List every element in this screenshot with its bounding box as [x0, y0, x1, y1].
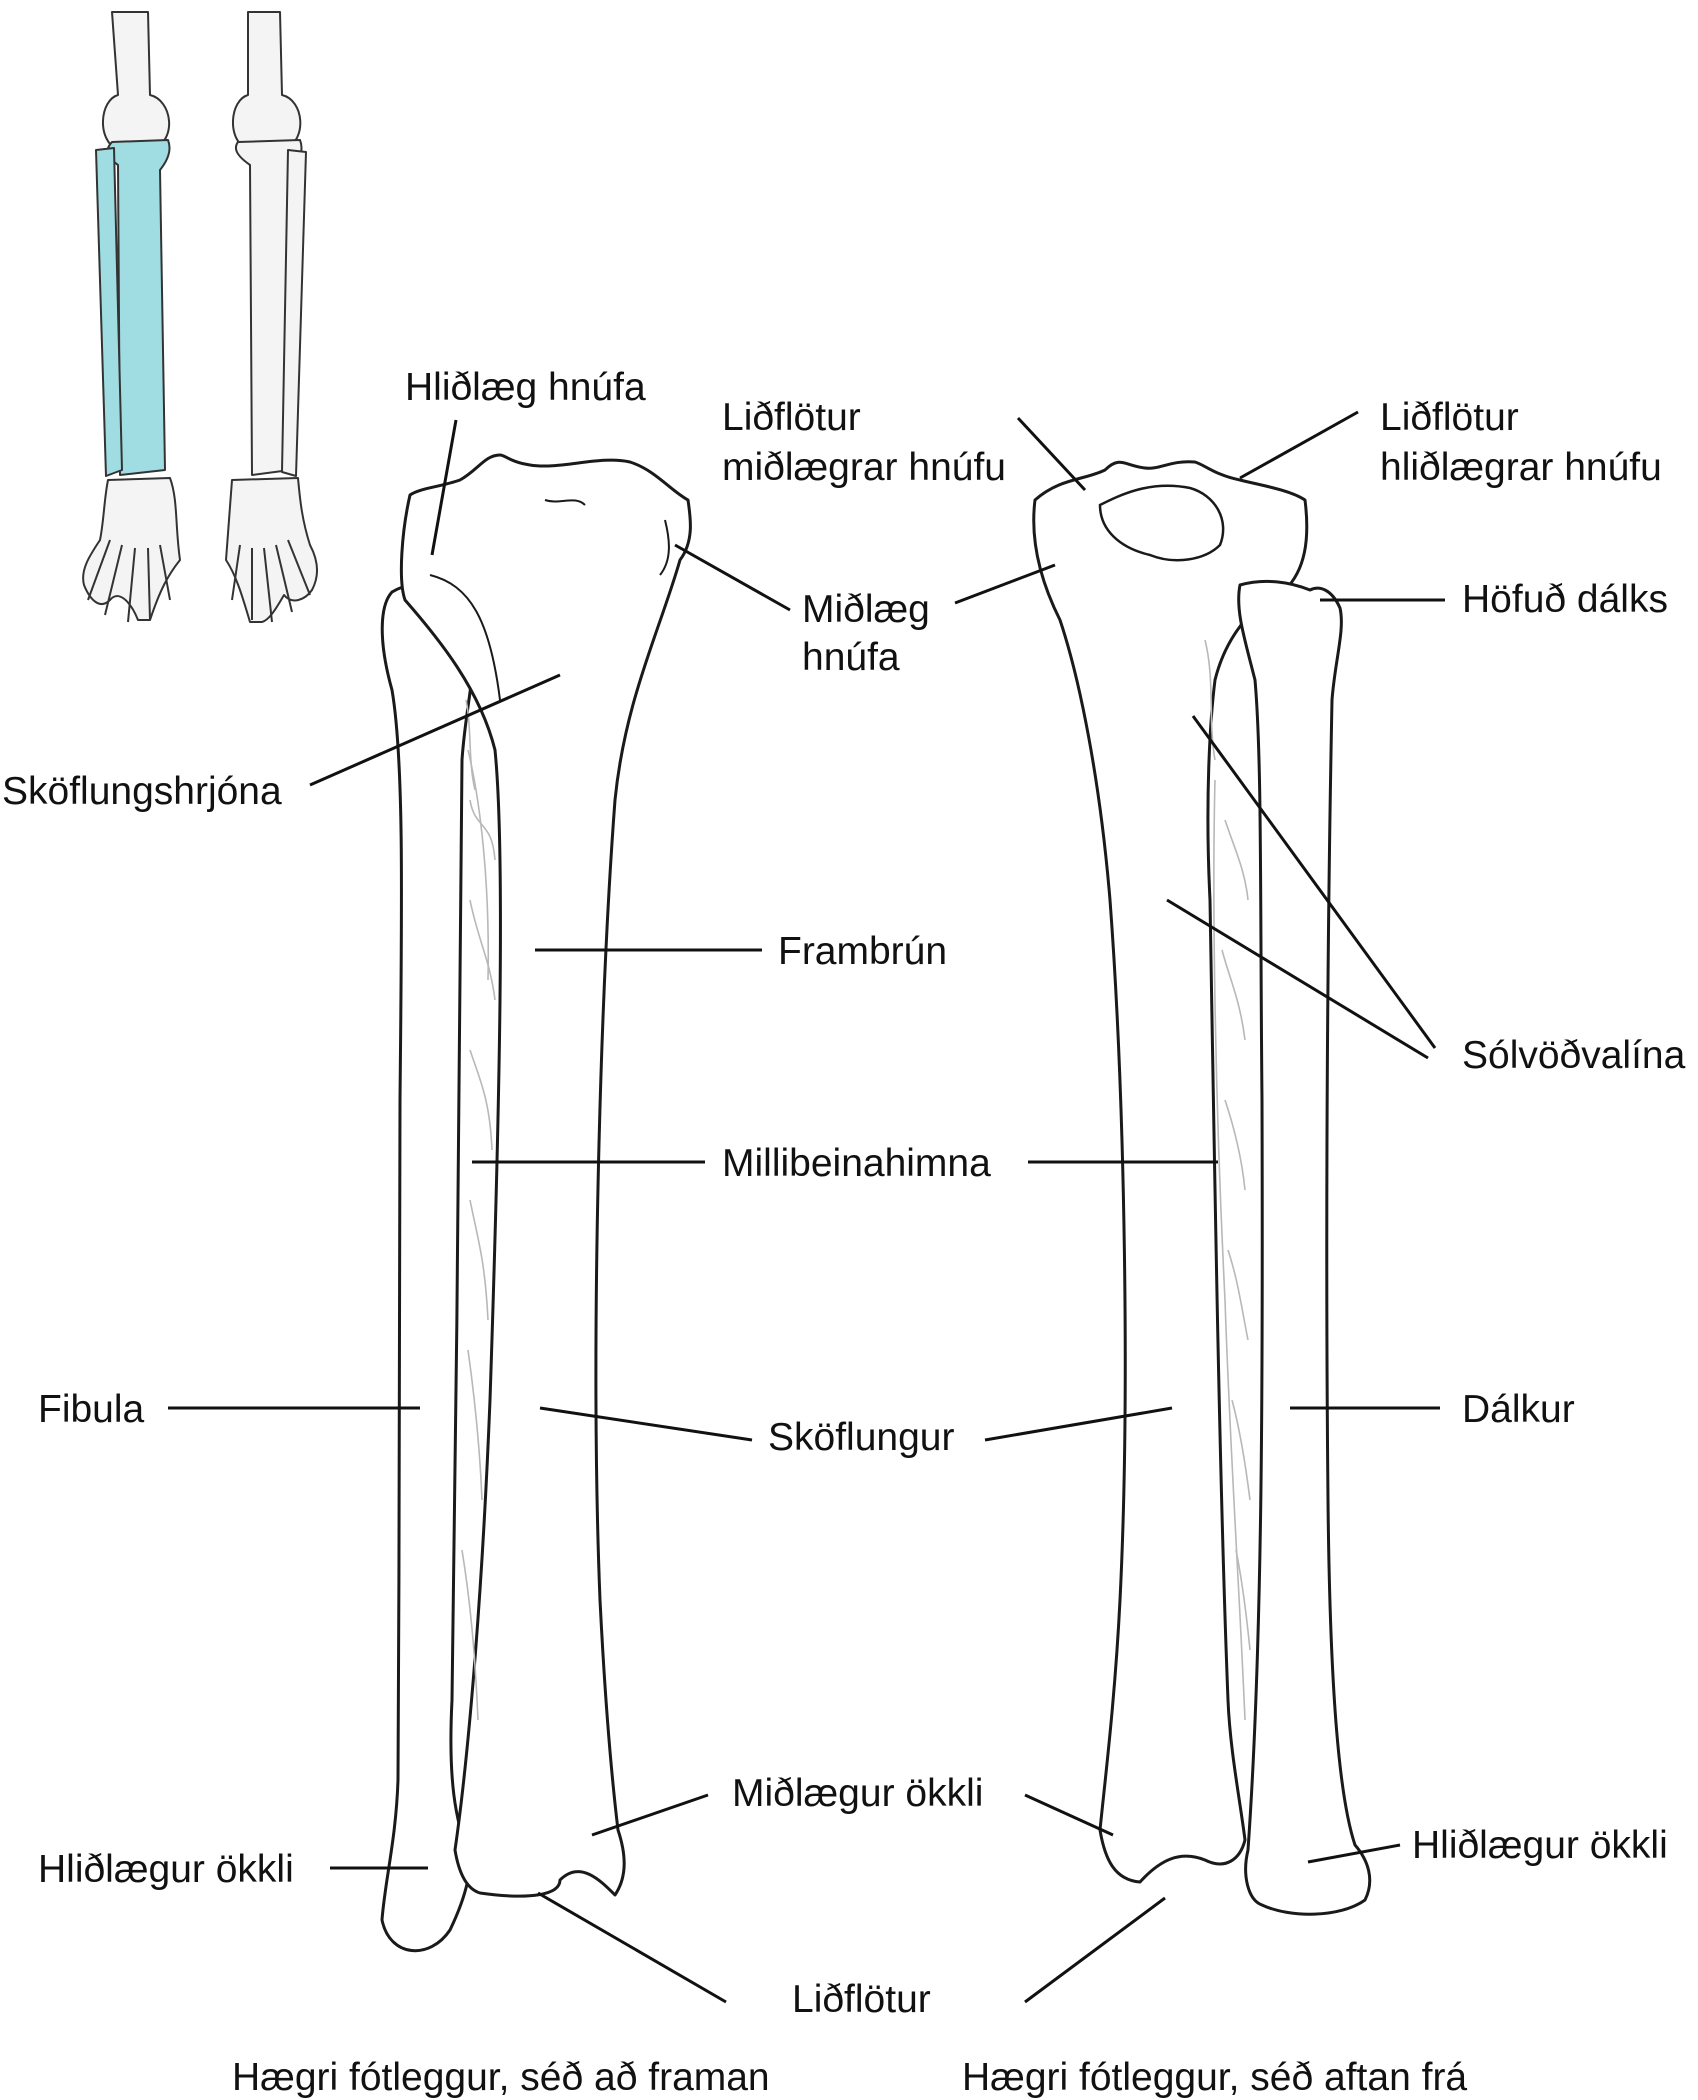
label-articular-surface: Liðflötur — [792, 1978, 931, 2021]
label-soleal-line: Sólvöðvalína — [1462, 1034, 1686, 1077]
leader-soleal-2 — [1166, 898, 1429, 1060]
label-fibula-head: Höfuð dálks — [1462, 578, 1668, 621]
label-lateral-malleolus-back: Hliðlægur ökkli — [1412, 1824, 1668, 1867]
label-medial-condyle-1: Miðlæg — [802, 588, 930, 631]
front-tibia-bone[interactable] — [399, 453, 692, 1898]
thumb-left-fibula[interactable] — [95, 147, 123, 477]
leader-lateral-condyle — [430, 419, 458, 556]
label-medial-condyle-2: hnúfa — [802, 636, 900, 679]
thumb-right-toes — [231, 539, 311, 623]
label-anterior-border: Frambrún — [778, 930, 947, 973]
label-fibula-back: Dálkur — [1462, 1388, 1575, 1431]
thumb-left-foot — [82, 477, 181, 621]
leader-tibia-back — [984, 1406, 1173, 1442]
leader-medial-malleolus-back — [1024, 1793, 1114, 1837]
front-view — [168, 419, 791, 2004]
thumb-left-femur — [102, 11, 170, 151]
label-medial-condyle-surface-2: miðlægrar hnúfu — [722, 446, 1006, 489]
back-view — [954, 410, 1445, 2004]
label-tibial-tuberosity: Sköflungshrjóna — [2, 770, 282, 813]
label-lateral-condyle-surface-2: hliðlægrar hnúfu — [1380, 446, 1662, 489]
label-medial-malleolus: Miðlægur ökkli — [732, 1772, 983, 1815]
front-membrane — [461, 699, 496, 1721]
leader-lateral-condyle-surface — [1239, 410, 1359, 480]
leader-articular-front — [537, 1891, 727, 2004]
leader-medial-malleolus — [591, 1793, 709, 1837]
leader-lateral-malleolus-back — [1307, 1843, 1401, 1864]
back-condyle-detail — [1098, 484, 1225, 562]
caption-back: Hægri fótleggur, séð aftan frá — [962, 2056, 1467, 2099]
leader-articular-back — [1024, 1896, 1166, 2004]
thumbnail-skeleton — [82, 11, 318, 623]
front-fibula-bone[interactable] — [380, 583, 476, 1953]
thumb-right-foot — [225, 477, 318, 623]
label-lateral-condyle-surface-1: Liðflötur — [1380, 396, 1519, 439]
leader-medial-condyle-surface — [1016, 416, 1087, 492]
leader-medial-condyle-back — [954, 563, 1056, 605]
leader-tibia-front — [539, 1406, 753, 1442]
back-fibula-bone[interactable] — [1237, 579, 1372, 1916]
label-lateral-condyle: Hliðlæg hnúfa — [405, 366, 646, 409]
label-medial-condyle-surface-1: Liðflötur — [722, 396, 861, 439]
leader-medial-condyle — [674, 543, 791, 612]
leader-tibial-tuberosity — [309, 673, 561, 787]
thumb-left-toes — [87, 539, 171, 623]
back-tibia-bone[interactable] — [1032, 460, 1309, 1884]
label-tibia: Sköflungur — [768, 1416, 954, 1459]
label-fibula-front: Fibula — [38, 1388, 145, 1431]
label-lateral-malleolus-front: Hliðlægur ökkli — [38, 1848, 294, 1891]
label-interosseous-membrane: Millibeinahimna — [722, 1142, 991, 1185]
leader-soleal-1 — [1191, 715, 1437, 1049]
labels: Hliðlæg hnúfa Miðlæg hnúfa Sköflungshrjó… — [2, 366, 1686, 2021]
thumb-right-fibula — [281, 149, 307, 477]
thumb-right-femur — [232, 11, 302, 151]
back-membrane — [1204, 639, 1251, 1721]
front-tibia-detail — [429, 499, 670, 701]
caption-front: Hægri fótleggur, séð að framan — [232, 2056, 770, 2099]
captions: Hægri fótleggur, séð að framan Hægri fót… — [232, 2056, 1467, 2099]
